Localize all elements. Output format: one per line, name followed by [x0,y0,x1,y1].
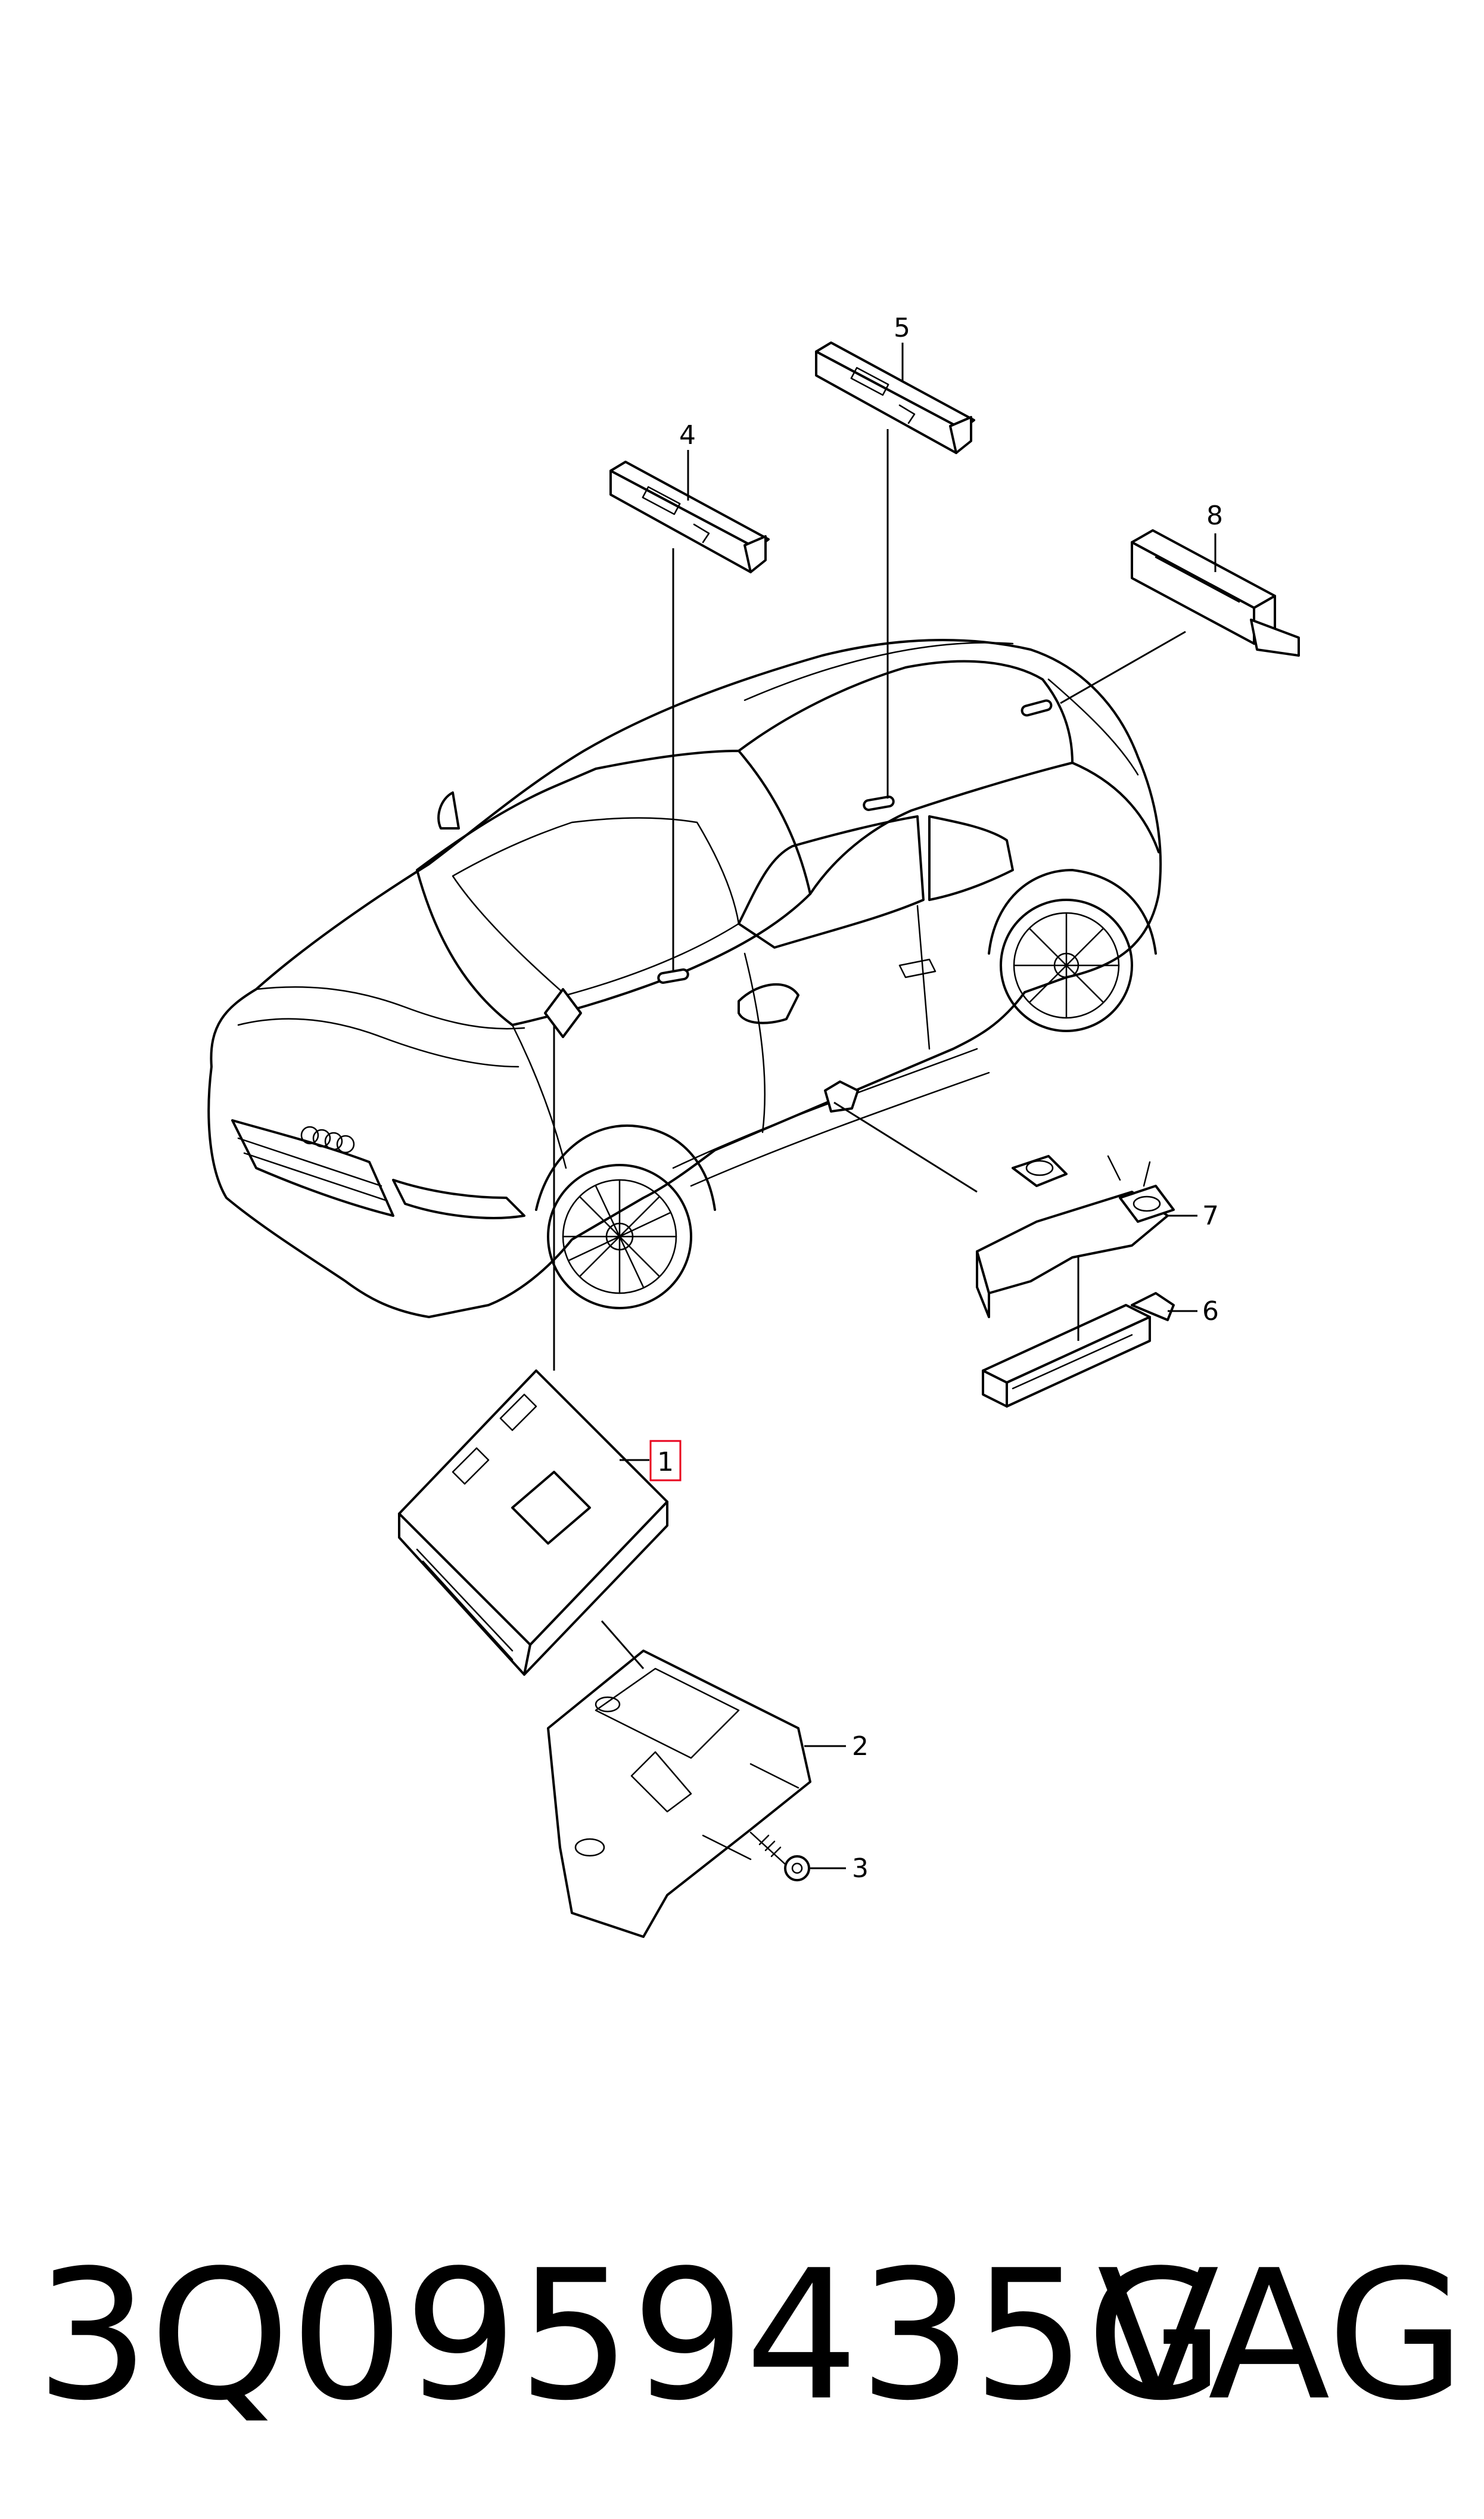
location-marker-1 [544,988,582,1038]
parts-diagram: 1 2 3 4 5 6 7 8 [207,313,1300,1938]
car-illustration [207,639,1162,1318]
part-2-holder [547,1620,811,1938]
location-marker-4 [657,968,689,984]
location-marker-7 [824,1080,859,1113]
part-number: 3Q0959435G [36,2232,1225,2440]
front-wheel [547,1164,692,1309]
audi-rings-emblem [300,1126,355,1154]
part-8-module [1060,529,1300,704]
part-6-module [982,1257,1175,1408]
brand-name: VAG [1097,2232,1466,2440]
location-marker-8 [1021,699,1053,717]
callout-8: 8 [1206,501,1223,531]
part-3-screw [749,1831,810,1881]
callout-7: 7 [1202,1201,1219,1231]
part-4-antenna [609,461,770,971]
part-1-control-unit [398,1025,668,1676]
part-5-antenna [815,341,975,799]
callout-4: 4 [679,420,696,451]
location-marker-5 [863,796,895,811]
part-7-bracket [833,1101,1175,1318]
callout-3: 3 [852,1853,869,1884]
callout-1-highlight-box [649,1440,682,1481]
footer: 3Q0959435G VAG [36,2223,1466,2449]
callout-1: 1 [657,1447,674,1477]
callout-labels: 1 2 3 4 5 6 7 8 [620,313,1223,1884]
rear-wheel [1000,899,1133,1032]
callout-6: 6 [1202,1296,1219,1327]
callout-5: 5 [894,313,910,343]
callout-2: 2 [852,1731,869,1762]
